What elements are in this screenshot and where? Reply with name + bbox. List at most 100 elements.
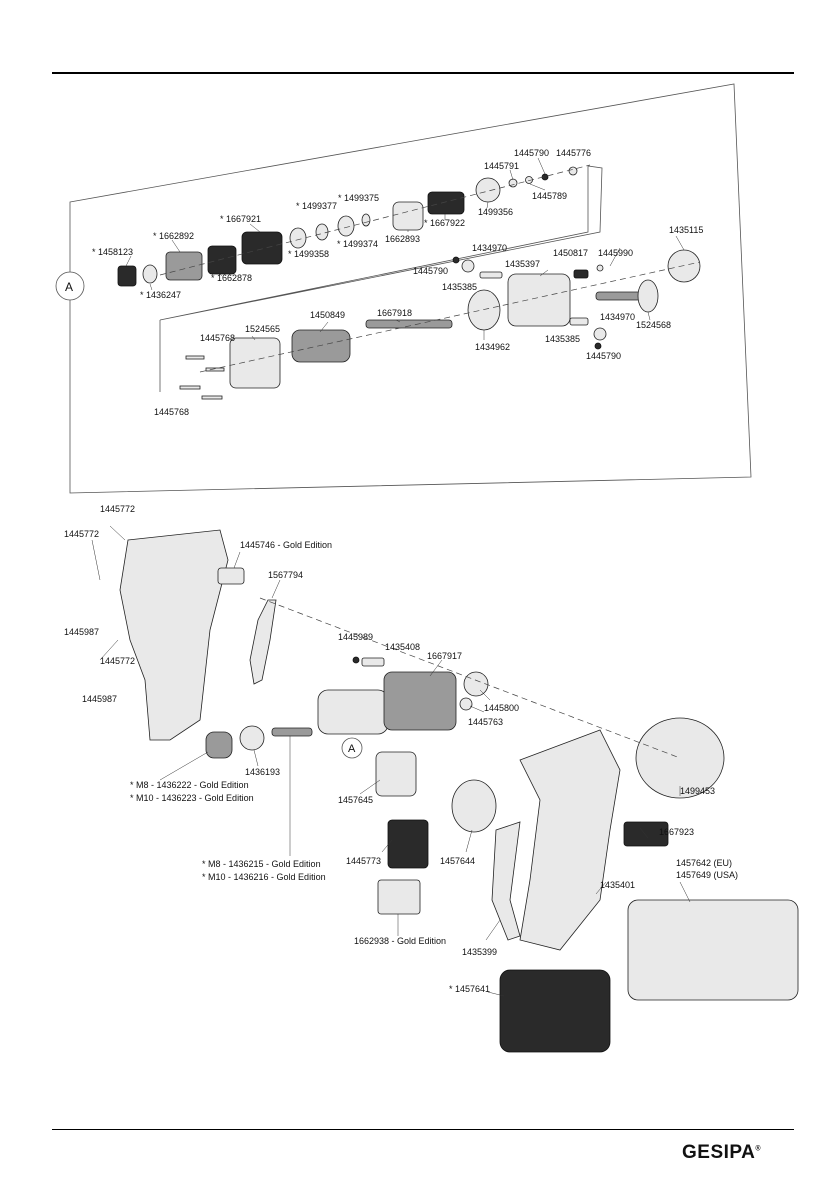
label-1434962: 1434962 bbox=[475, 342, 510, 352]
part-1435397 bbox=[507, 273, 571, 327]
part-1667917 bbox=[383, 671, 457, 731]
label-1524568: 1524568 bbox=[636, 320, 671, 330]
label-1457641: * 1457641 bbox=[449, 984, 490, 994]
label-1435385-top: 1435385 bbox=[442, 282, 477, 292]
gesipa-logo: GESIPA® bbox=[682, 1142, 761, 1164]
part-1662938 bbox=[377, 879, 421, 915]
label-1499374: * 1499374 bbox=[337, 239, 378, 249]
label-1445987-top: 1445987 bbox=[64, 627, 99, 637]
label-1445800: 1445800 bbox=[484, 703, 519, 713]
label-1445746: 1445746 - Gold Edition bbox=[240, 540, 332, 550]
label-1445789: 1445789 bbox=[532, 191, 567, 201]
label-1450849: 1450849 bbox=[310, 310, 345, 320]
part-1445989 bbox=[352, 656, 360, 664]
part-1445790-bottom bbox=[594, 342, 602, 350]
label-1445989: 1445989 bbox=[338, 632, 373, 642]
part-1499375 bbox=[361, 213, 371, 227]
label-1445773: 1445773 bbox=[346, 856, 381, 866]
housing-left-half bbox=[119, 529, 229, 741]
label-1445772-left: 1445772 bbox=[64, 529, 99, 539]
label-1667923: 1667923 bbox=[659, 827, 694, 837]
battery-1457641 bbox=[499, 969, 611, 1053]
part-1524565 bbox=[229, 337, 281, 389]
label-1445772-top: 1445772 bbox=[100, 504, 135, 514]
part-1667922 bbox=[427, 191, 465, 215]
part-1436247 bbox=[142, 264, 158, 284]
leader-lines bbox=[91, 157, 691, 997]
part-1667918 bbox=[365, 319, 453, 329]
label-1662893: 1662893 bbox=[385, 234, 420, 244]
callout-a-letter: A bbox=[65, 280, 73, 294]
part-1445776 bbox=[568, 166, 578, 176]
part-1435115 bbox=[667, 249, 701, 283]
label-1667917: 1667917 bbox=[427, 651, 462, 661]
label-1445790-top: 1445790 bbox=[514, 148, 549, 158]
label-1458123: * 1458123 bbox=[92, 247, 133, 257]
detail-a-parts bbox=[117, 164, 701, 400]
part-1457644 bbox=[451, 779, 497, 833]
part-1445990 bbox=[596, 264, 604, 272]
part-1445791 bbox=[508, 178, 518, 188]
label-1445790-bottom: 1445790 bbox=[586, 351, 621, 361]
label-1499453: 1499453 bbox=[680, 786, 715, 796]
part-1435385-top bbox=[479, 271, 503, 279]
part-1662892 bbox=[165, 251, 203, 281]
label-1524565: 1524565 bbox=[245, 324, 280, 334]
label-1667921: * 1667921 bbox=[220, 214, 261, 224]
label-1499358: * 1499358 bbox=[288, 249, 329, 259]
part-1434970-bottom bbox=[593, 327, 607, 341]
label-1662892: * 1662892 bbox=[153, 231, 194, 241]
label-1445987-bottom: 1445987 bbox=[82, 694, 117, 704]
label-1436216: * M10 - 1436216 - Gold Edition bbox=[202, 872, 326, 882]
part-1435399 bbox=[491, 821, 521, 941]
part-1436193 bbox=[239, 725, 265, 751]
part-1436215 bbox=[271, 727, 313, 737]
part-1662893 bbox=[392, 201, 424, 231]
label-1445763: 1445763 bbox=[468, 717, 503, 727]
label-1436215: * M8 - 1436215 - Gold Edition bbox=[202, 859, 321, 869]
part-1436222 bbox=[205, 731, 233, 759]
label-1435397: 1435397 bbox=[505, 259, 540, 269]
screw-1445768-b bbox=[205, 367, 225, 372]
label-1445776: 1445776 bbox=[556, 148, 591, 158]
label-1667922: * 1667922 bbox=[424, 218, 465, 228]
footer-rule bbox=[52, 1129, 794, 1130]
label-1445791: 1445791 bbox=[484, 161, 519, 171]
label-1457642: 1457642 (EU) bbox=[676, 858, 732, 868]
label-1499377: * 1499377 bbox=[296, 201, 337, 211]
label-1445768-bottom: 1445768 bbox=[154, 407, 189, 417]
logo-registered-mark: ® bbox=[755, 1145, 762, 1153]
part-1445773-switch bbox=[387, 819, 429, 869]
part-1667917-nose bbox=[317, 689, 389, 735]
part-1445763 bbox=[459, 697, 473, 711]
part-1434970-top bbox=[461, 259, 475, 273]
label-1434970-bottom: 1434970 bbox=[600, 312, 635, 322]
part-1445746 bbox=[217, 567, 245, 585]
label-1457645: 1457645 bbox=[338, 795, 373, 805]
part-1667921 bbox=[241, 231, 283, 265]
label-1445768-top: 1445768 bbox=[200, 333, 235, 343]
label-1436193: 1436193 bbox=[245, 767, 280, 777]
part-1524568-flange bbox=[637, 279, 659, 313]
tool-assembly bbox=[119, 529, 799, 1053]
part-1499453 bbox=[635, 717, 725, 799]
label-1445772-bottom: 1445772 bbox=[100, 656, 135, 666]
callout-circle-a-lower bbox=[341, 737, 363, 759]
label-1435385-bottom: 1435385 bbox=[545, 334, 580, 344]
part-1445790-mid bbox=[452, 256, 460, 264]
detail-a-frame bbox=[69, 83, 752, 494]
label-1457644: 1457644 bbox=[440, 856, 475, 866]
charger-1457642 bbox=[627, 899, 799, 1001]
part-1450817 bbox=[573, 269, 589, 279]
label-1450817: 1450817 bbox=[553, 248, 588, 258]
label-1662938: 1662938 - Gold Edition bbox=[354, 936, 446, 946]
label-1436222: * M8 - 1436222 - Gold Edition bbox=[130, 780, 249, 790]
label-1434970-top: 1434970 bbox=[472, 243, 507, 253]
label-1457649: 1457649 (USA) bbox=[676, 870, 738, 880]
label-1436223: * M10 - 1436223 - Gold Edition bbox=[130, 793, 254, 803]
label-1499375: * 1499375 bbox=[338, 193, 379, 203]
part-1435408 bbox=[361, 657, 385, 667]
screw-1445768-c bbox=[179, 385, 201, 390]
part-1450849 bbox=[291, 329, 351, 363]
